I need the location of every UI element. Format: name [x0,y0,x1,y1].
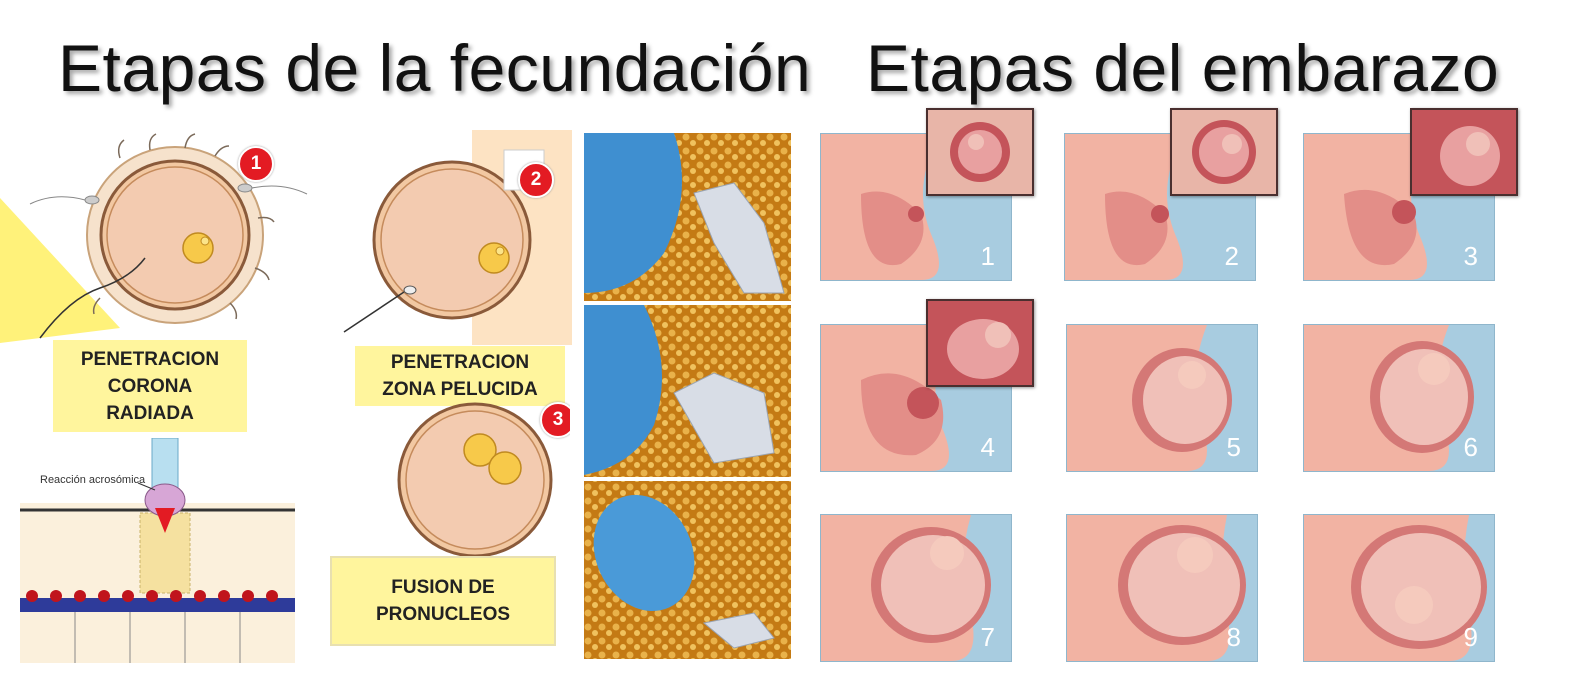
acrosome-reaction-diagram: Reacción acrosómica [20,438,295,663]
stage-number-8: 8 [1226,622,1241,652]
embarazo-title: Etapas del embarazo [866,31,1500,105]
stage-1-inset [926,108,1034,196]
pregnancy-stage-6: 6 [1303,324,1495,472]
stage-number-5: 5 [1226,432,1241,462]
step3-badge: 3 [540,402,570,438]
step1-label-line3: RADIADA [106,402,194,424]
stage-number-1: 1 [980,241,995,271]
stage-number-2: 2 [1224,241,1239,271]
step1-label-line2: CORONA [107,375,193,397]
stage-number-7: 7 [980,622,995,652]
microscope-photos [584,133,791,659]
pregnancy-stage-8: 8 [1066,514,1258,662]
pregnancy-stage-7: 7 [820,514,1012,662]
stage-number-9: 9 [1463,622,1478,652]
acrosome-label: Reacción acrosómica [40,474,146,486]
step2-label-line2: ZONA PELUCIDA [382,379,538,400]
step3-illustration: 3 [330,400,570,560]
step2-illustration: 2 [322,130,572,345]
step1-label-line1: PENETRACION [80,348,220,370]
step3-label-line2: PRONUCLEOS [375,604,511,625]
step1-label: PENETRACION CORONA RADIADA [53,340,247,432]
step2-label: PENETRACION ZONA PELUCIDA [355,346,565,406]
fecundacion-title: Etapas de la fecundación [58,31,812,105]
step3-label-line1: FUSION DE [391,577,495,598]
step3-label: FUSION DE PRONUCLEOS [330,556,556,646]
stage-number-6: 6 [1463,432,1478,462]
pregnancy-stage-9: 9 [1303,514,1495,662]
step2-badge: 2 [518,162,554,198]
step1-illustration: 1 [0,128,320,343]
stage-number-4: 4 [980,432,995,462]
stage-number-3: 3 [1463,241,1478,271]
stage-3-inset [1410,108,1518,196]
step1-badge: 1 [238,146,274,182]
stage-2-inset [1170,108,1278,196]
step2-label-line1: PENETRACION [390,352,530,373]
stage-4-inset [926,299,1034,387]
pregnancy-stage-4: 4 [820,324,1012,472]
pregnancy-stage-2: 2 [1064,133,1256,281]
pregnancy-stage-5: 5 [1066,324,1258,472]
